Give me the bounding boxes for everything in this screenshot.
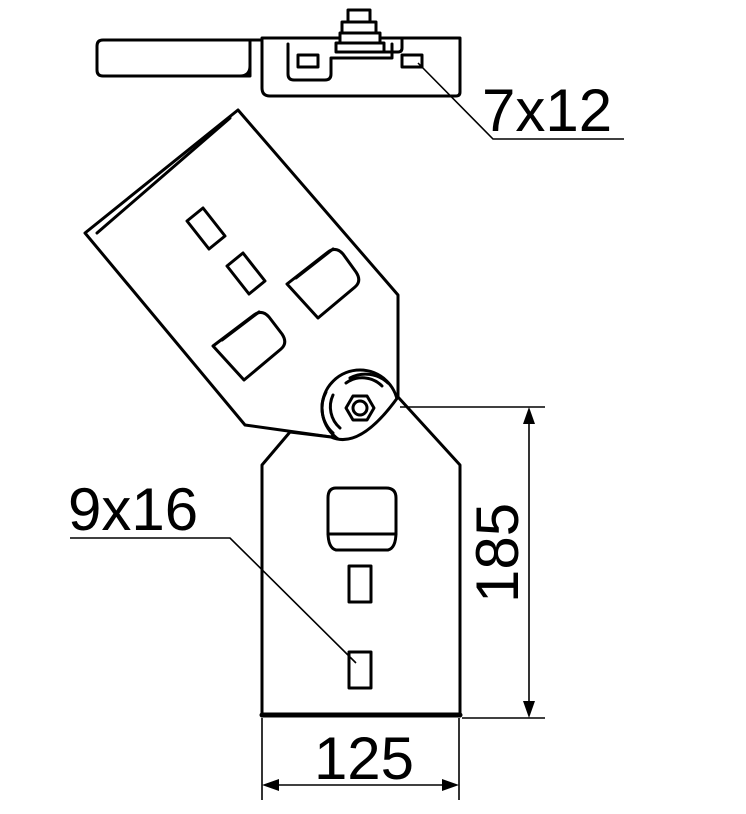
slot-hole	[225, 251, 267, 296]
upper-plate	[83, 108, 400, 439]
slot-hole	[347, 650, 373, 690]
hole-top-label: 7x12	[482, 77, 612, 144]
top-view	[95, 8, 462, 98]
dimension-lines	[70, 62, 624, 800]
slot-hole	[347, 564, 373, 604]
width-label: 125	[314, 725, 414, 792]
lower-plate	[259, 395, 463, 718]
hex-bolt-icon	[344, 394, 376, 422]
cutout	[326, 486, 398, 552]
slot-hole	[185, 206, 227, 251]
height-label: 185	[464, 503, 531, 603]
hole-bottom-label: 9x16	[68, 476, 198, 543]
